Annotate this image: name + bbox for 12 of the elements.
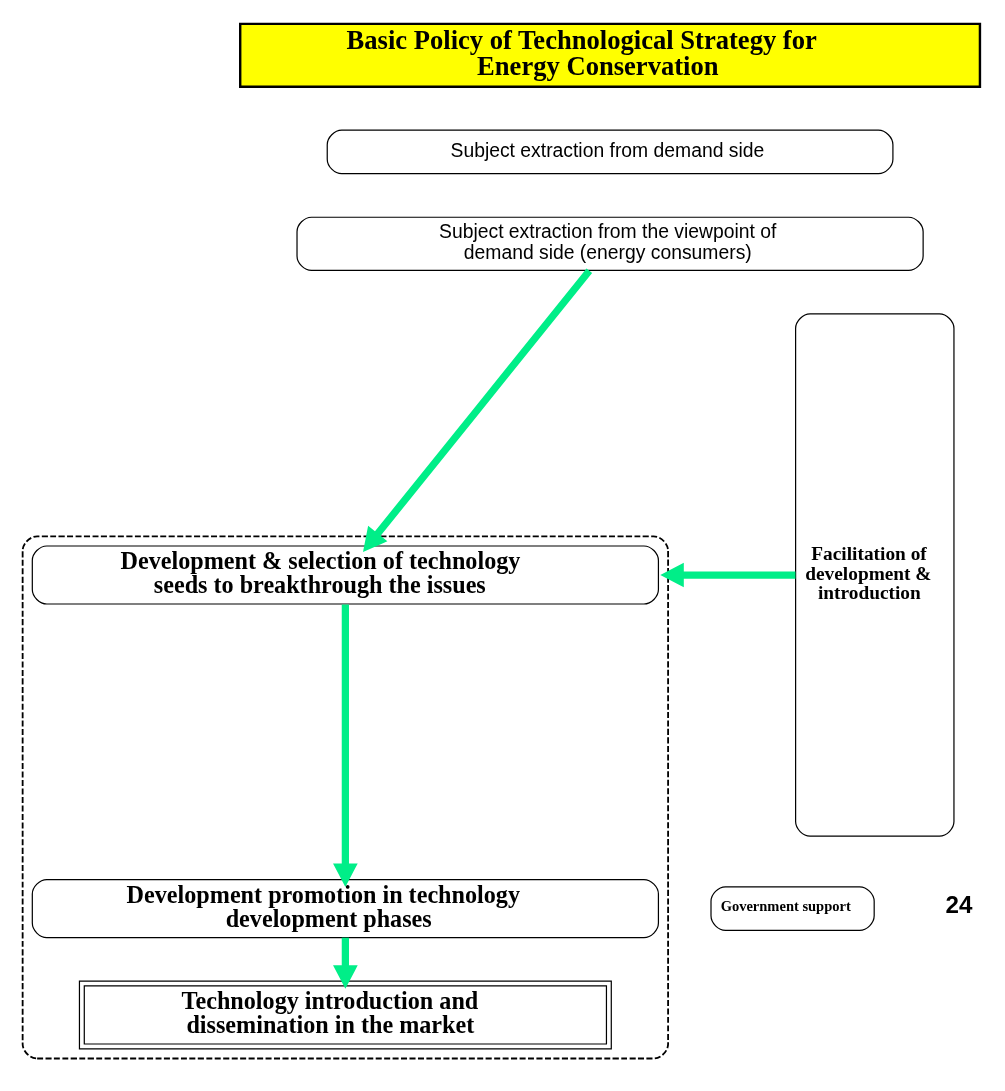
- node-box: Subject extraction from demand side: [326, 129, 894, 174]
- arrow: [363, 268, 593, 552]
- node-box: Technology introduction and dissemination in the market: [78, 980, 612, 1049]
- node-box: Government support: [710, 885, 875, 931]
- arrow: [333, 603, 358, 887]
- node-box: Development promotion in technology development phases: [31, 878, 660, 938]
- node-box: Subject extraction from the viewpoint of demand side (energy consumers): [296, 216, 924, 271]
- node-box: Basic Policy of Technological Strategy for Energy Conservation: [239, 22, 982, 88]
- label: 24: [945, 890, 973, 918]
- node-box: Development & selection of technology seeds to breakthrough the issues: [31, 544, 660, 605]
- cluster: [21, 534, 669, 1059]
- node-box: Facilitation of development & introduction: [795, 312, 955, 837]
